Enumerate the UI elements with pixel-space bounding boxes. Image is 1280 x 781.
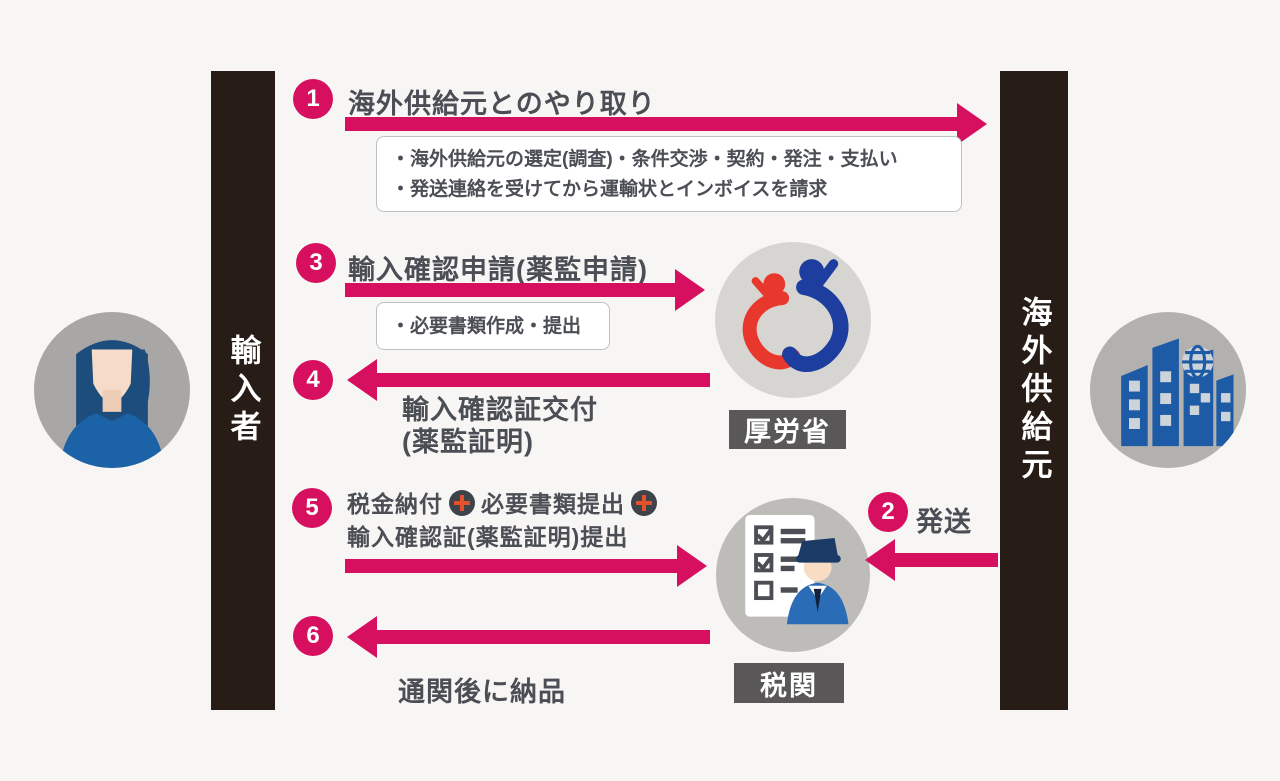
supplier-label: 海外供給元 [1016, 295, 1052, 486]
step3-badge: 3 [296, 243, 336, 283]
supplier-buildings [1090, 312, 1246, 468]
importer-label: 輸入者 [225, 333, 261, 448]
supplier-buildings-icon [1121, 338, 1234, 447]
step3-arrow-head [675, 269, 705, 311]
step5-arrow-head [677, 545, 707, 587]
step1-arrow-shaft [345, 117, 957, 131]
customs-label-text: 税関 [760, 670, 818, 701]
plus-icon [631, 490, 657, 516]
step6-arrow-shaft [377, 630, 710, 644]
step4-arrow-shaft [377, 373, 710, 387]
importer-avatar-icon [59, 340, 165, 468]
step6-title: 通関後に納品 [398, 677, 566, 707]
step3-arrow-shaft [345, 283, 675, 297]
step5-text: 税金納付 必要書類提出 輸入確認証(薬監証明)提出 [347, 488, 663, 554]
mhlw-label-text: 厚労省 [744, 417, 831, 447]
importer-bar: 輸入者 [211, 71, 275, 710]
mhlw-logo-icon [742, 259, 849, 372]
step4-badge: 4 [293, 360, 333, 400]
step3-title: 輸入確認申請(薬監申請) [348, 255, 648, 285]
step5-arrow-shaft [345, 559, 677, 573]
step4-arrow-head [347, 359, 377, 401]
step1-note-line2: ・発送連絡を受けてから運輸状とインボイスを請求 [391, 179, 828, 200]
step3-note-line1: ・必要書類作成・提出 [391, 316, 582, 337]
importer-avatar [34, 312, 190, 468]
customs-circle [716, 498, 870, 652]
step6-arrow-head [347, 616, 377, 658]
step4-title-line1: 輸入確認証交付 [402, 395, 598, 425]
step4-title-line2: (薬監証明) [402, 427, 534, 457]
step5-line2: 輸入確認証(薬監証明)提出 [347, 524, 629, 550]
step4-title: 輸入確認証交付 (薬監証明) [402, 394, 598, 458]
customs-label: 税関 [734, 663, 844, 703]
step3-note-box: ・必要書類作成・提出 [376, 302, 610, 350]
step1-badge: 1 [293, 79, 333, 119]
step2-title: 発送 [916, 507, 972, 537]
step2-arrow-head [865, 539, 895, 581]
mhlw-label: 厚労省 [729, 410, 846, 449]
step5-line1-part1: 税金納付 [347, 491, 443, 517]
customs-officer-icon [745, 514, 849, 625]
step1-note-line1: ・海外供給元の選定(調査)・条件交渉・契約・発注・支払い [391, 149, 898, 170]
step6-badge: 6 [293, 616, 333, 656]
step5-line1: 税金納付 必要書類提出 [347, 488, 663, 521]
plus-icon [449, 490, 475, 516]
step1-note-box: ・海外供給元の選定(調査)・条件交渉・契約・発注・支払い ・発送連絡を受けてから… [376, 136, 962, 212]
step1-arrow-head [957, 103, 987, 145]
step2-arrow-shaft [895, 553, 998, 567]
supplier-bar: 海外供給元 [1000, 71, 1068, 710]
step2-badge: 2 [868, 492, 908, 532]
step1-title: 海外供給元とのやり取り [348, 89, 656, 119]
step5-line1-part2: 必要書類提出 [481, 491, 625, 517]
step5-badge: 5 [292, 488, 332, 528]
mhlw-circle [715, 242, 871, 398]
